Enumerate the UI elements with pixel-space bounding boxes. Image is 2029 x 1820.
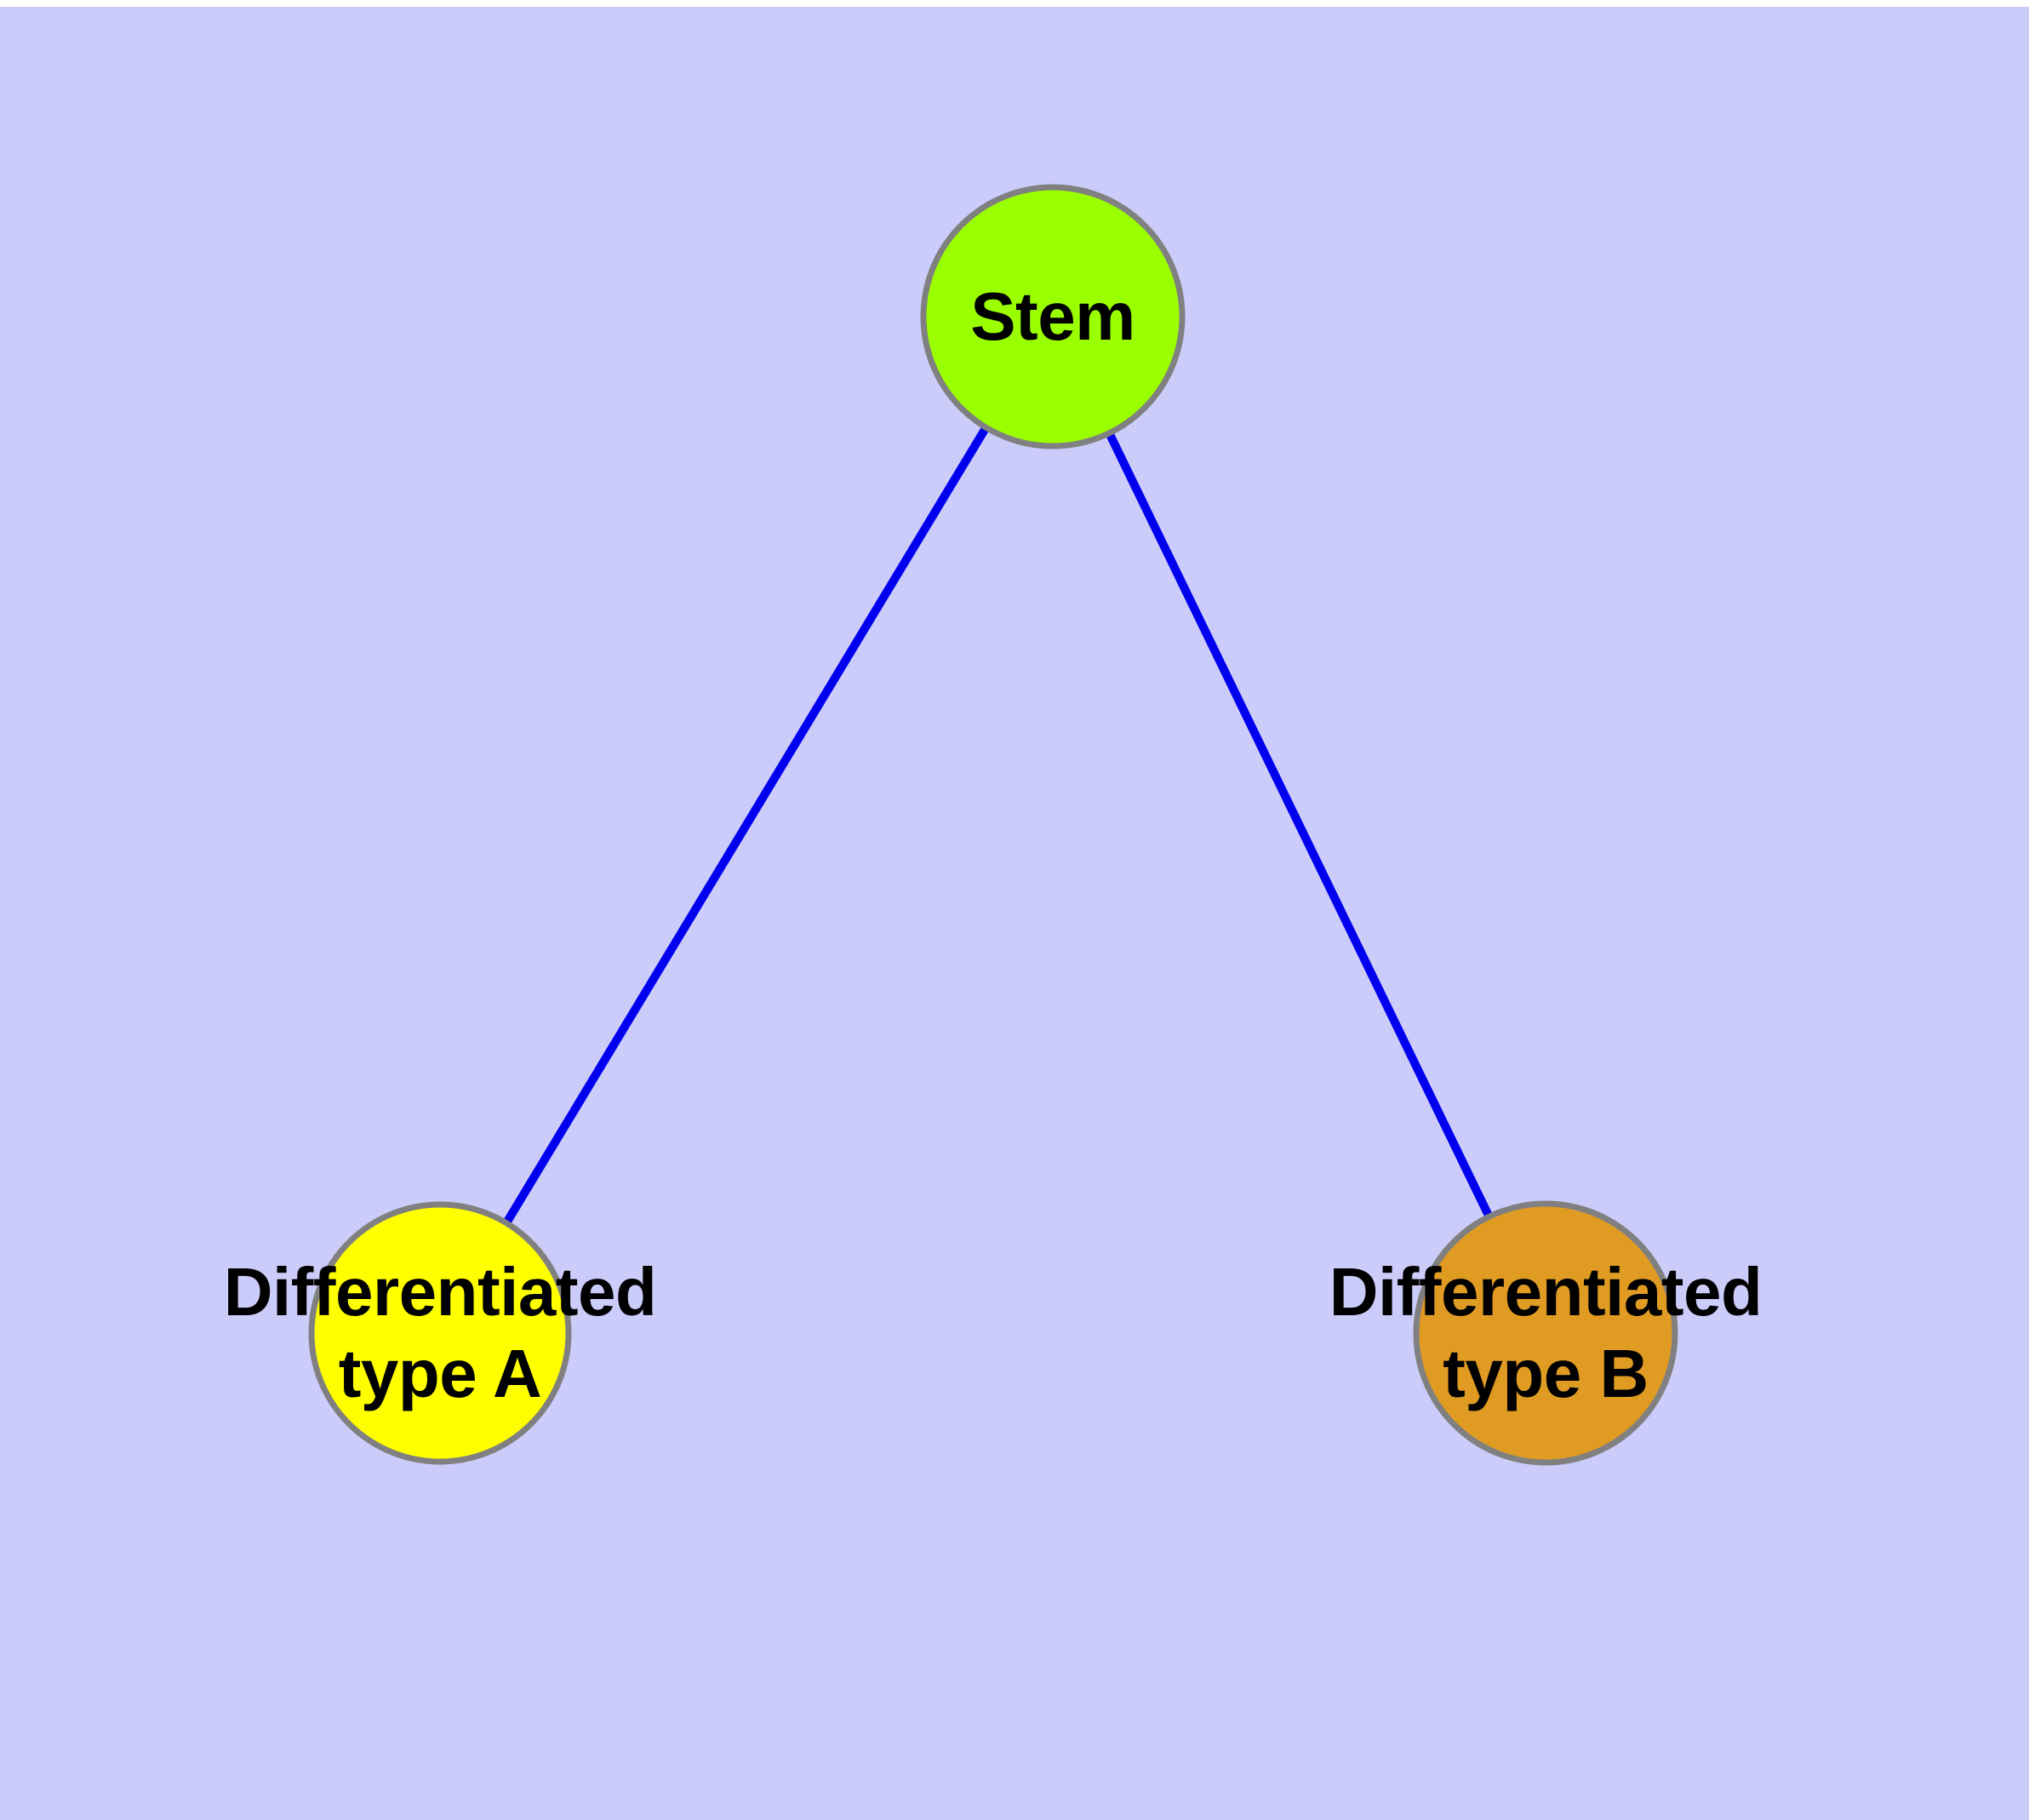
node-circle-differentiated-type-b[interactable] [1413, 1200, 1678, 1466]
node-circle-differentiated-type-a[interactable] [308, 1201, 572, 1465]
node-circle-stem[interactable] [920, 184, 1186, 449]
edges-group [436, 314, 1550, 1336]
nodes-group [308, 184, 1678, 1466]
edge-stem-to-differentiated-type-a[interactable] [436, 314, 1057, 1336]
edge-stem-to-differentiated-type-b[interactable] [1049, 314, 1550, 1336]
